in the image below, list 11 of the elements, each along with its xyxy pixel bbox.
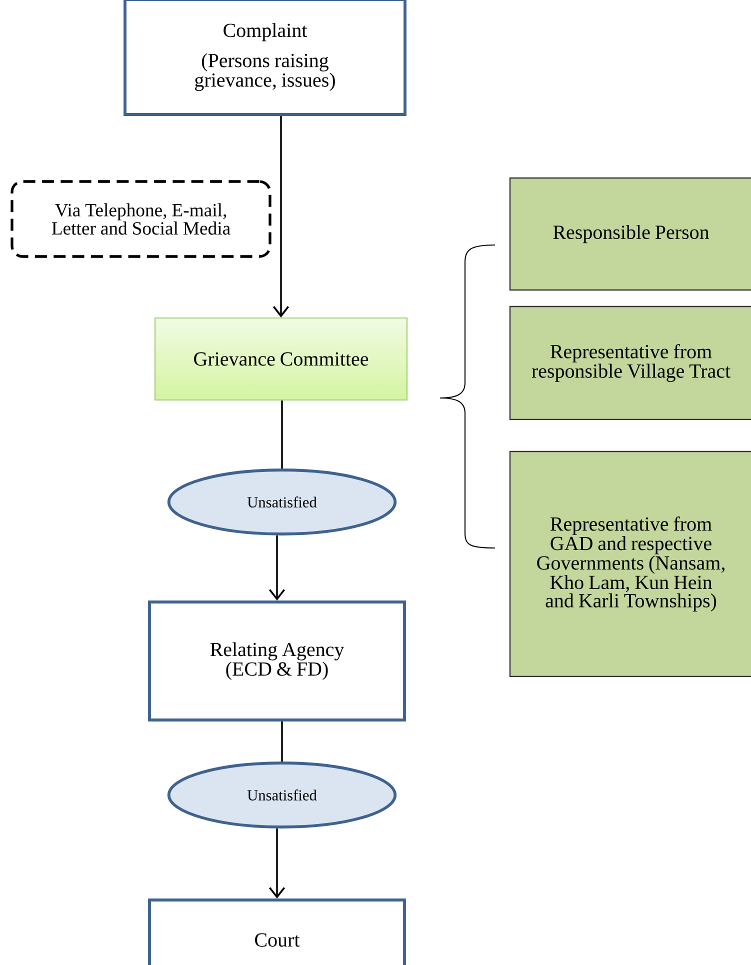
member-box: Representative from GAD and respective Governments (Nansam, Kho Lam, Kun Hein and Karli Townships) [509, 450, 751, 678]
arrow [272, 116, 290, 318]
process-box: Court [148, 898, 406, 965]
member-box: Representative from responsible Village Tract [509, 306, 751, 420]
process-box: Grievance Committee [154, 317, 408, 401]
member-box: Responsible Person [509, 177, 751, 291]
channel-box: Via Telephone, E-mail, Letter and Social Media [10, 180, 272, 258]
arrow [268, 535, 286, 601]
arrow [268, 828, 286, 899]
process-box: Relating Agency (ECD & FD) [148, 600, 406, 722]
process-box: Complaint (Persons raising grievance, issues) [124, 0, 406, 116]
